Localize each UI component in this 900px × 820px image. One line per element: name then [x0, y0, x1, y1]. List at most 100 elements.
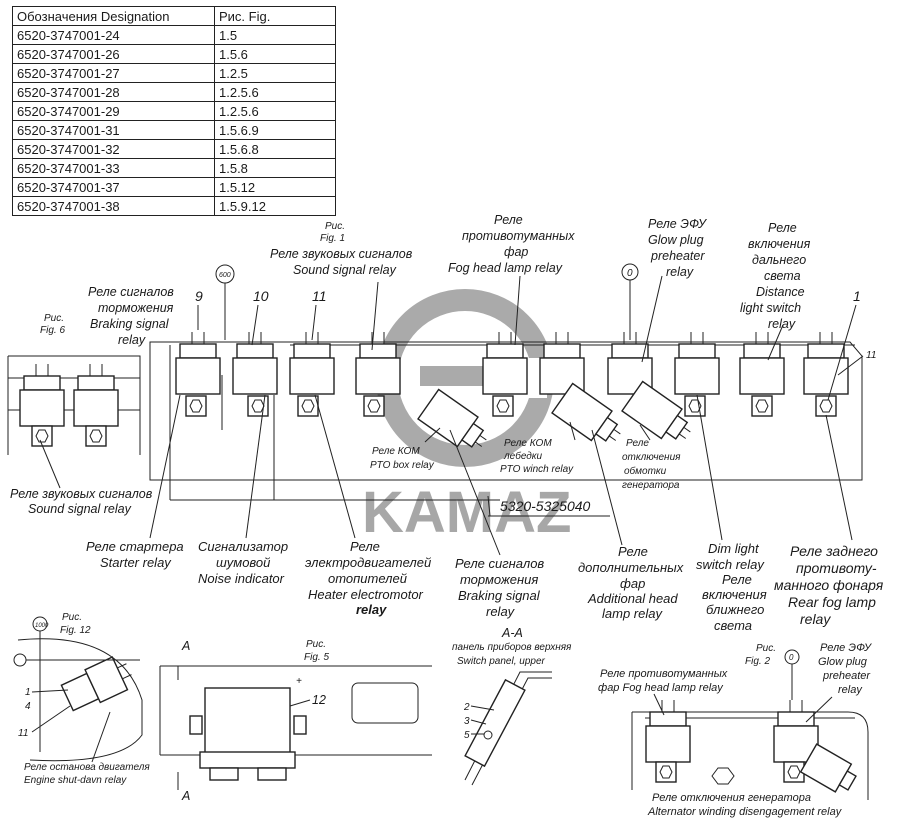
label-alternator-relay-fig2: Реле отключения генератора Alternator wi… [647, 792, 843, 818]
label-engine-shutdown-en: Engine shut-davn relay [24, 775, 127, 786]
label-line: противоту- [796, 560, 877, 576]
relay-fig6-b [73, 363, 119, 427]
main-panel: 600 0 9 10 11 1 11 Рис. Fig. 1 [86, 213, 884, 633]
section-en: Switch panel, upper [457, 656, 546, 667]
label-starter-relay: Реле стартера Starter relay [86, 539, 184, 570]
bolt-icon [297, 395, 319, 417]
fig1-ru: Рис. [325, 221, 345, 232]
callout-9: 9 [195, 288, 203, 304]
callout-2: 2 [463, 702, 470, 713]
label-line: Реле КОМ [372, 446, 420, 457]
label-line: switch relay [696, 557, 765, 572]
relay-fig6-a [19, 363, 65, 427]
fig-cell: 1.5.6.8 [214, 139, 336, 159]
callout-3: 3 [464, 716, 470, 727]
label-line: Sound signal relay [28, 502, 132, 516]
label-line: ближнего [706, 602, 764, 617]
relay-pto-box [417, 388, 487, 448]
fig-cell: 1.5.9.12 [214, 196, 336, 216]
fig5-ru: Рис. [306, 639, 326, 650]
kamaz-wordmark: KAMAZ [362, 480, 571, 545]
label-line: relay [800, 611, 831, 627]
relay-rear-fog-lamp [803, 331, 849, 395]
label-dim-light-switch-relay: Dim light switch relay Реле включения бл… [696, 541, 767, 633]
label-sound-signal-relay-top: Реле звуковых сигналов Sound signal rela… [270, 247, 413, 277]
label-pto-winch-relay: Реле КОМ лебедки PTO winch relay [500, 438, 574, 475]
relay-fog-fig2 [645, 699, 691, 763]
label-line: фар Fog head lamp relay [598, 682, 724, 694]
label-line: Реле сигналов [88, 285, 174, 299]
label-line: отключения [622, 452, 681, 463]
bolt-icon [655, 761, 677, 783]
callout-5: 5 [464, 730, 470, 741]
label-line: Реле [722, 572, 752, 587]
label-line: Реле ЭФУ [648, 217, 708, 231]
label-line: Реле [626, 438, 649, 449]
fig-cell: 1.5.12 [214, 177, 336, 197]
dimension-600: 600 [219, 272, 231, 279]
fig6-inset: Рис. Fig. 6 Реле звуковых сигналов Sound… [7, 313, 153, 516]
fig6-ru: Рис. [44, 313, 64, 324]
label-line: света [764, 269, 801, 283]
label-line: электродвигателей [305, 555, 431, 570]
label-line: шумовой [216, 555, 270, 570]
relay-10 [232, 331, 278, 395]
label-alternator-winding-relay-mid: Реле отключения обмотки генератора [622, 438, 681, 491]
label-braking-signal-relay-top: Реле сигналов торможения Braking signal … [88, 285, 174, 347]
cross-mark: + [296, 676, 302, 687]
section-a-a: A-A панель приборов верхняя Switch panel… [452, 626, 572, 786]
label-line: включения [702, 587, 767, 602]
label-line: relay [486, 604, 516, 619]
panel-cutout [351, 682, 419, 724]
label-line: relay [838, 684, 863, 696]
label-line: preheater [650, 249, 705, 263]
callout-12: 12 [312, 693, 326, 707]
label-rear-fog-lamp-relay: Реле заднего противоту- манного фонаря R… [774, 543, 884, 627]
label-noise-indicator: Сигнализатор шумовой Noise indicator [198, 539, 288, 586]
label-line: Additional head [587, 591, 678, 606]
section-ru: панель приборов верхняя [452, 641, 572, 653]
label-line: манного фонаря [774, 577, 884, 593]
relay-alternator-fig2 [799, 743, 857, 793]
relay-engine-shutdown [60, 656, 132, 712]
label-line: Starter relay [100, 555, 172, 570]
label-glow-relay-fig2: Реле ЭФУ Glow plug preheater relay [818, 642, 872, 696]
callout-1: 1 [25, 687, 31, 698]
label-line: противотуманных [462, 229, 575, 243]
fig2-inset: 0 Рис. Fig. 2 Реле противотуманных фар F… [598, 642, 872, 818]
designation-cell: 6520-3747001-26 [12, 44, 215, 64]
fig12-ru: Рис. [62, 612, 82, 623]
label-line: Реле [768, 221, 797, 235]
label-line: Noise indicator [198, 571, 285, 586]
label-line: Glow plug [648, 233, 704, 247]
label-line: Braking signal [90, 317, 170, 331]
label-line: Реле звуковых сигналов [270, 247, 413, 261]
label-line: генератора [622, 480, 680, 491]
designation-cell: 6520-3747001-33 [12, 158, 215, 178]
label-heater-electromotor-relay: Реле электродвигателей отопителей Heater… [305, 539, 431, 617]
relay-fig5 [204, 687, 291, 757]
label-line: PTO box relay [370, 460, 435, 471]
label-line: лебедки [503, 450, 543, 462]
label-line: Реле звуковых сигналов [10, 487, 153, 501]
label-line: включения [748, 237, 811, 251]
label-distance-light-relay-top: Реле включения дальнего света Distance l… [740, 221, 811, 331]
label-line: relay [118, 333, 146, 347]
bolt-icon [247, 395, 269, 417]
label-line: relay [356, 602, 387, 617]
label-line: Реле сигналов [455, 556, 544, 571]
dimension-marker-1000-left [13, 653, 27, 667]
label-line: Сигнализатор [198, 539, 288, 554]
label-line: Fog head lamp relay [448, 261, 563, 275]
designation-table: Обозначения Designation Рис. Fig. 6520-3… [12, 6, 336, 216]
section-title: A-A [501, 626, 523, 640]
label-line: торможения [98, 301, 174, 315]
fig2-ru: Рис. [756, 643, 776, 654]
label-line: Sound signal relay [293, 263, 397, 277]
relay-dim-light [674, 331, 720, 395]
label-pto-box-relay: Реле КОМ PTO box relay [370, 446, 435, 471]
